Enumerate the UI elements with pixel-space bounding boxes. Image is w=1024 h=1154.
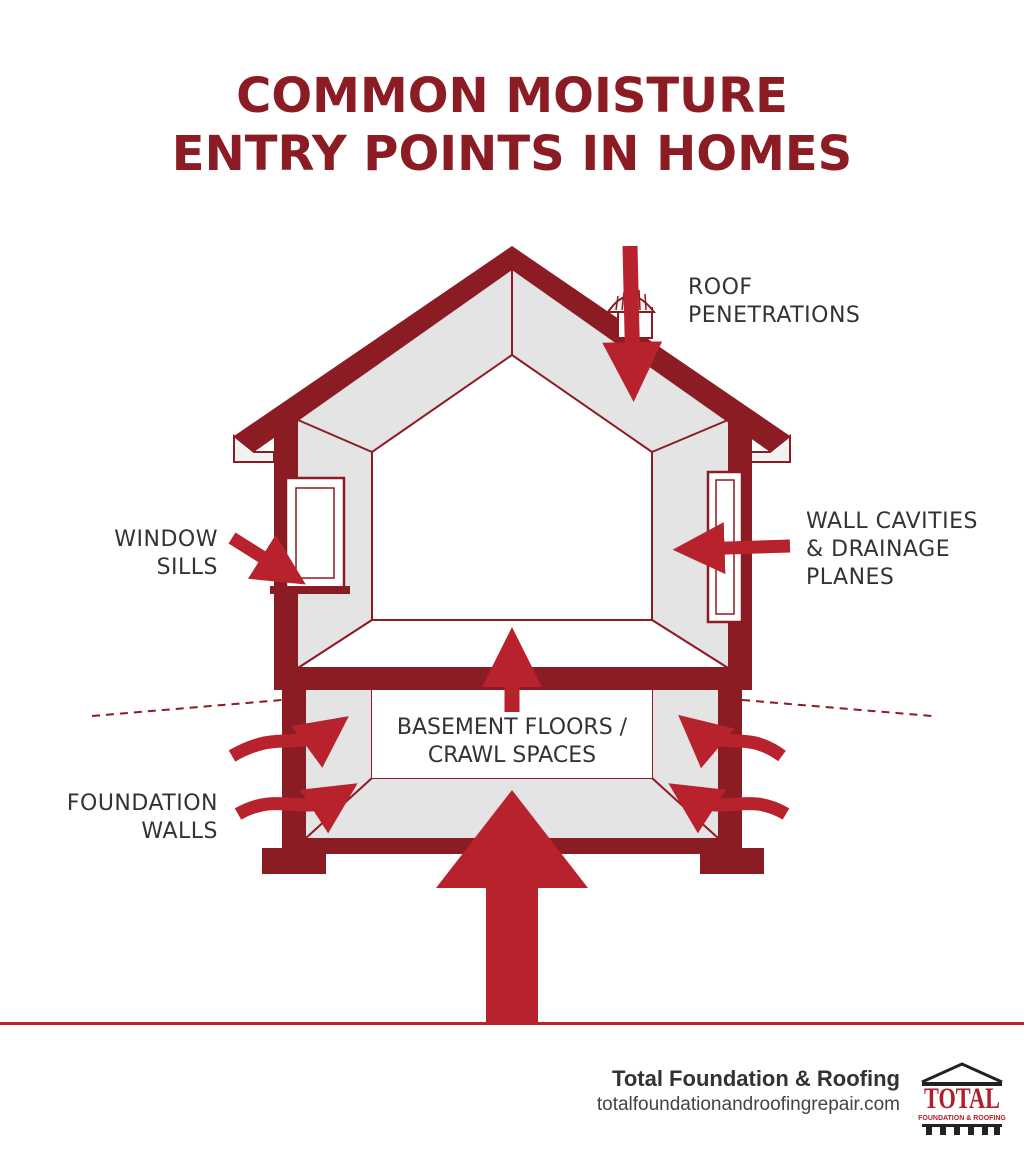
- label-wall-line-1: WALL CAVITIES: [806, 509, 978, 534]
- logo-text-sub: FOUNDATION & ROOFING: [918, 1115, 1006, 1122]
- label-basement-line-2: CRAWL SPACES: [428, 743, 596, 768]
- footing-right: [700, 848, 764, 874]
- foundation-arrow-right-1-icon: [678, 714, 786, 769]
- logo-text-main: TOTAL: [924, 1082, 1000, 1115]
- footer-company-name: Total Foundation & Roofing: [612, 1066, 900, 1091]
- roof-arrow-icon: [602, 245, 663, 402]
- foundation-arrow-right-2-icon: [668, 783, 790, 834]
- footing-left: [262, 848, 326, 874]
- label-roof-line-2: PENETRATIONS: [688, 303, 860, 328]
- label-foundation-line-1: FOUNDATION: [67, 791, 218, 816]
- label-wall-line-2: & DRAINAGE: [806, 537, 950, 562]
- footer-url[interactable]: totalfoundationandroofingrepair.com: [597, 1094, 900, 1115]
- lower-wall-band: [306, 690, 718, 838]
- window-arrow-icon: [228, 532, 306, 585]
- foundation-arrow-left-2-icon: [234, 783, 358, 834]
- title-line-2: ENTRY POINTS IN HOMES: [172, 126, 852, 182]
- grade-line-left: [91, 699, 283, 717]
- moisture-arrows: [228, 245, 791, 834]
- wall-arrow-icon: [672, 522, 791, 575]
- label-wall-line-3: PLANES: [806, 565, 894, 590]
- label-basement-line-1: BASEMENT FLOORS /: [397, 715, 628, 740]
- ground-moisture-arrow-icon: [436, 790, 588, 1024]
- label-window-line-2: SILLS: [157, 555, 218, 580]
- ground-line: [0, 1022, 1024, 1025]
- label-window-line-1: WINDOW: [114, 527, 218, 552]
- title-line-1: COMMON MOISTURE: [236, 68, 788, 124]
- label-foundation-line-2: WALLS: [141, 819, 218, 844]
- grade-line-right: [741, 699, 933, 717]
- company-logo: TOTAL FOUNDATION & ROOFING: [918, 1062, 1006, 1135]
- label-roof-line-1: ROOF: [688, 275, 753, 300]
- foundation-arrow-left-1-icon: [228, 716, 349, 768]
